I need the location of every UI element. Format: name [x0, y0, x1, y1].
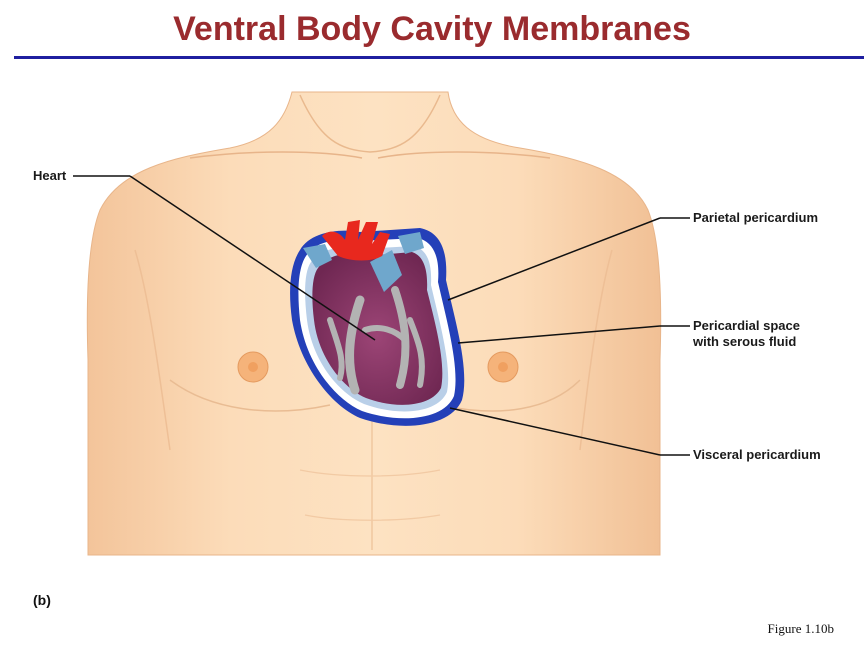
label-visceral-pericardium: Visceral pericardium — [693, 447, 821, 462]
figure-label: Figure 1.10b — [767, 621, 834, 636]
label-pericardial-space-line1: Pericardial space — [693, 318, 800, 333]
page-title: Ventral Body Cavity Membranes — [173, 10, 691, 48]
label-parietal-pericardium: Parietal pericardium — [693, 210, 818, 225]
label-pericardial-space: Pericardial space with serous fluid — [693, 318, 800, 350]
panel-label: (b) — [33, 592, 51, 608]
title-rule — [14, 56, 864, 59]
label-heart: Heart — [33, 168, 67, 183]
label-pericardial-space-line2: with serous fluid — [693, 334, 797, 349]
aorta — [322, 220, 390, 261]
pulmonary-vessels — [303, 244, 332, 268]
